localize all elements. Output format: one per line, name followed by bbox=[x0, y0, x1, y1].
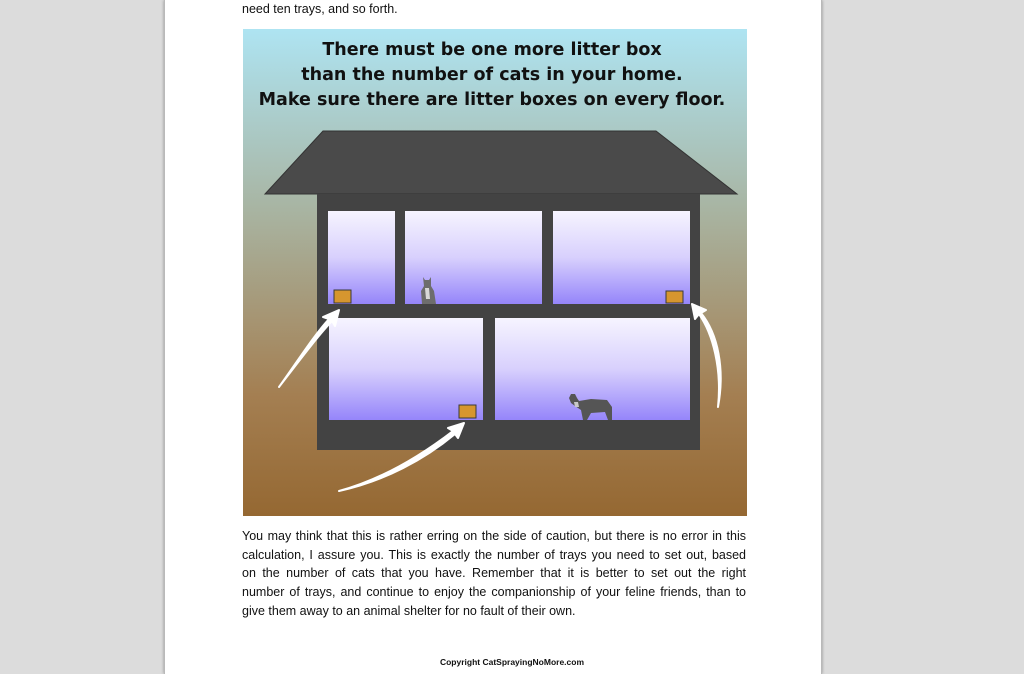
caption-line-2: than the number of cats in your home. bbox=[301, 65, 682, 85]
top-text-line: need ten trays, and so forth. bbox=[242, 2, 398, 16]
caption-line-3: Make sure there are litter boxes on ever… bbox=[259, 90, 726, 110]
paragraph-line-3: on the number of cats that you have. Rem… bbox=[242, 566, 746, 581]
room-upper-left bbox=[328, 211, 395, 304]
body-paragraph: You may think that this is rather erring… bbox=[242, 527, 746, 621]
litter-box-lower bbox=[458, 404, 477, 419]
litter-box-upper-right bbox=[665, 290, 684, 304]
paragraph-line-1: You may think that this is rather erring… bbox=[242, 529, 746, 543]
arrow-to-lower-box bbox=[338, 422, 465, 492]
litter-box-upper-left bbox=[333, 289, 352, 304]
caption-line-1: There must be one more litter box bbox=[322, 40, 662, 60]
room-lower-left bbox=[329, 318, 483, 420]
room-upper-right bbox=[553, 211, 690, 304]
cat-standing-icon bbox=[569, 394, 612, 420]
page-edge-right bbox=[821, 0, 822, 674]
cat-sitting-icon bbox=[421, 277, 436, 304]
paragraph-line-2: calculation, I assure you. This is exact… bbox=[242, 547, 746, 562]
arrow-to-upper-right-box bbox=[691, 303, 722, 408]
paragraph-line-4: number of trays, and continue to enjoy t… bbox=[242, 585, 746, 600]
litter-box-illustration: There must be one more litter box than t… bbox=[243, 29, 747, 516]
paragraph-line-5: give them away to an animal shelter for … bbox=[242, 603, 576, 618]
copyright-footer: Copyright CatSprayingNoMore.com bbox=[439, 657, 585, 667]
page-edge-left bbox=[164, 0, 165, 674]
arrow-to-upper-left-box bbox=[278, 309, 340, 388]
house-roof bbox=[263, 130, 739, 195]
